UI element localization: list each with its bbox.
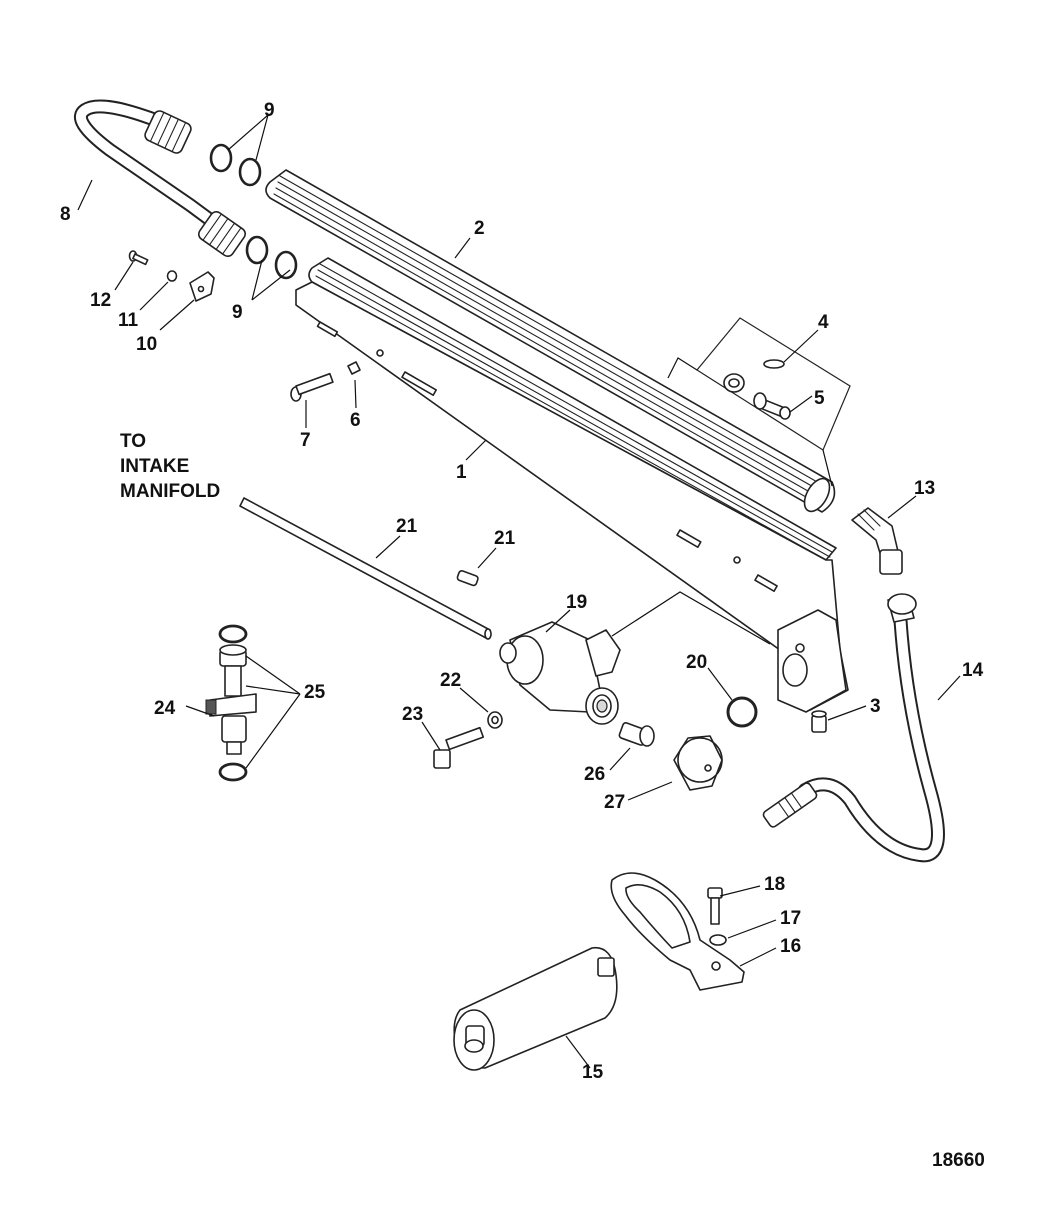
- washer-22: [487, 711, 503, 729]
- bolt-23: [433, 726, 485, 769]
- note-line-2: INTAKE: [120, 456, 189, 477]
- fitting-3: [811, 710, 827, 733]
- injector-24: [205, 624, 257, 782]
- callout-12: 12: [90, 290, 111, 311]
- nut-11: [166, 270, 178, 282]
- vacuum-tube-21: [239, 497, 492, 640]
- callout-2: 2: [474, 218, 485, 239]
- bolt-7: [290, 372, 334, 402]
- fuel-tube-8: [74, 99, 247, 258]
- callout-1: 1: [456, 462, 467, 483]
- callout-9: 9: [232, 302, 243, 323]
- leader-lines: [77, 113, 961, 1069]
- note-line-3: MANIFOLD: [120, 481, 220, 502]
- callout-24: 24: [154, 698, 176, 719]
- figure-number: 18660: [932, 1150, 985, 1171]
- callout-18: 18: [764, 874, 785, 895]
- callout-15: 15: [582, 1062, 604, 1083]
- callout-6: 6: [350, 410, 361, 431]
- callout-7: 7: [300, 430, 311, 451]
- o-ring-20: [726, 696, 758, 728]
- screw-12: [128, 250, 149, 266]
- callout-4: 4: [818, 312, 829, 333]
- callout-22: 22: [440, 670, 461, 691]
- inset-box-4: [667, 317, 851, 487]
- callout-26: 26: [584, 764, 605, 785]
- callout-21: 21: [494, 528, 516, 549]
- fuel-rail-2: [265, 169, 836, 513]
- callout-10: 10: [136, 334, 157, 355]
- callout-11: 11: [118, 310, 139, 331]
- nut-6: [347, 361, 361, 375]
- o-rings-9: [209, 143, 298, 280]
- note-line-1: TO: [120, 431, 146, 452]
- callout-20: 20: [686, 652, 707, 673]
- callout-27: 27: [604, 792, 625, 813]
- callout-16: 16: [780, 936, 801, 957]
- intake-manifold-note: TO INTAKE MANIFOLD: [120, 431, 220, 502]
- fuel-rail-1: [295, 257, 849, 713]
- callout-17: 17: [780, 908, 801, 929]
- cap-4: [763, 359, 785, 369]
- cap-27: [673, 735, 723, 791]
- callout-3: 3: [870, 696, 881, 717]
- callout-labels: 9 8 2 12 11 9 10 4 5 7 6 1 13 21 21 19 2…: [60, 100, 984, 1083]
- bracket-10: [189, 271, 215, 302]
- callout-8: 8: [60, 204, 71, 225]
- callout-19: 19: [566, 592, 587, 613]
- elbow-13: [851, 507, 903, 575]
- callout-25: 25: [304, 682, 326, 703]
- strap-bracket-16: [610, 872, 745, 991]
- callout-21: 21: [396, 516, 418, 537]
- sleeve-21: [456, 570, 479, 587]
- pressure-regulator-19: [499, 591, 771, 725]
- washer-17: [709, 934, 727, 946]
- plug-26: [618, 722, 655, 747]
- callout-5: 5: [814, 388, 825, 409]
- callout-14: 14: [962, 660, 984, 681]
- valve-5: [753, 392, 791, 420]
- fuel-filter-15: [453, 946, 618, 1071]
- callout-23: 23: [402, 704, 423, 725]
- callout-9: 9: [264, 100, 275, 121]
- callout-13: 13: [914, 478, 935, 499]
- screw-18: [707, 887, 723, 925]
- fuel-line-14: [762, 593, 945, 863]
